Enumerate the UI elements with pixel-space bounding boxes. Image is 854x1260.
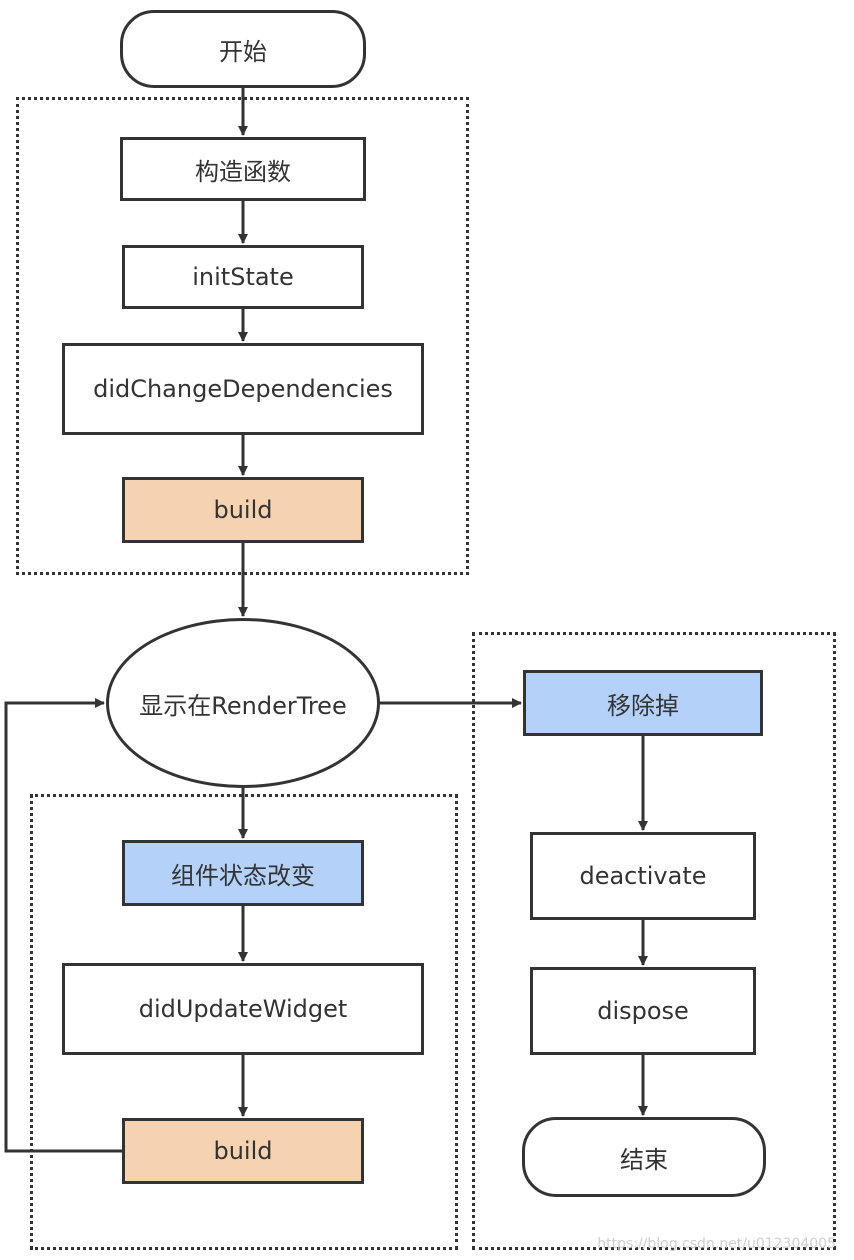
- build-initial-node: build: [122, 477, 364, 543]
- initstate-label: initState: [192, 263, 294, 291]
- removal-phase-group: [472, 632, 836, 1250]
- edge-build-loop-rendertree: [4, 698, 124, 1153]
- removed-label: 移除掉: [607, 691, 679, 720]
- rendertree-label: 显示在RenderTree: [139, 691, 347, 720]
- constructor-label: 构造函数: [195, 157, 291, 186]
- didupdatewidget-label: didUpdateWidget: [138, 995, 348, 1023]
- build-update-node: build: [122, 1118, 364, 1184]
- deactivate-label: deactivate: [579, 862, 707, 890]
- removed-node: 移除掉: [523, 670, 763, 736]
- dispose-node: dispose: [530, 967, 756, 1055]
- statechanged-node: 组件状态改变: [122, 840, 364, 906]
- end-label: 结束: [620, 1145, 668, 1174]
- watermark: https://blog.csdn.net/u012304005: [597, 1236, 836, 1252]
- end-node: 结束: [522, 1117, 766, 1197]
- start-node: 开始: [120, 10, 366, 88]
- rendertree-node: 显示在RenderTree: [106, 618, 380, 788]
- build-initial-label: build: [213, 496, 273, 524]
- initstate-node: initState: [122, 245, 364, 309]
- start-label: 开始: [219, 37, 267, 66]
- didchangedependencies-label: didChangeDependencies: [93, 375, 393, 403]
- constructor-node: 构造函数: [120, 137, 366, 201]
- dispose-label: dispose: [597, 997, 689, 1025]
- didupdatewidget-node: didUpdateWidget: [62, 963, 424, 1055]
- didchangedependencies-node: didChangeDependencies: [62, 343, 424, 435]
- deactivate-node: deactivate: [530, 832, 756, 920]
- statechanged-label: 组件状态改变: [171, 861, 315, 890]
- build-update-label: build: [213, 1137, 273, 1165]
